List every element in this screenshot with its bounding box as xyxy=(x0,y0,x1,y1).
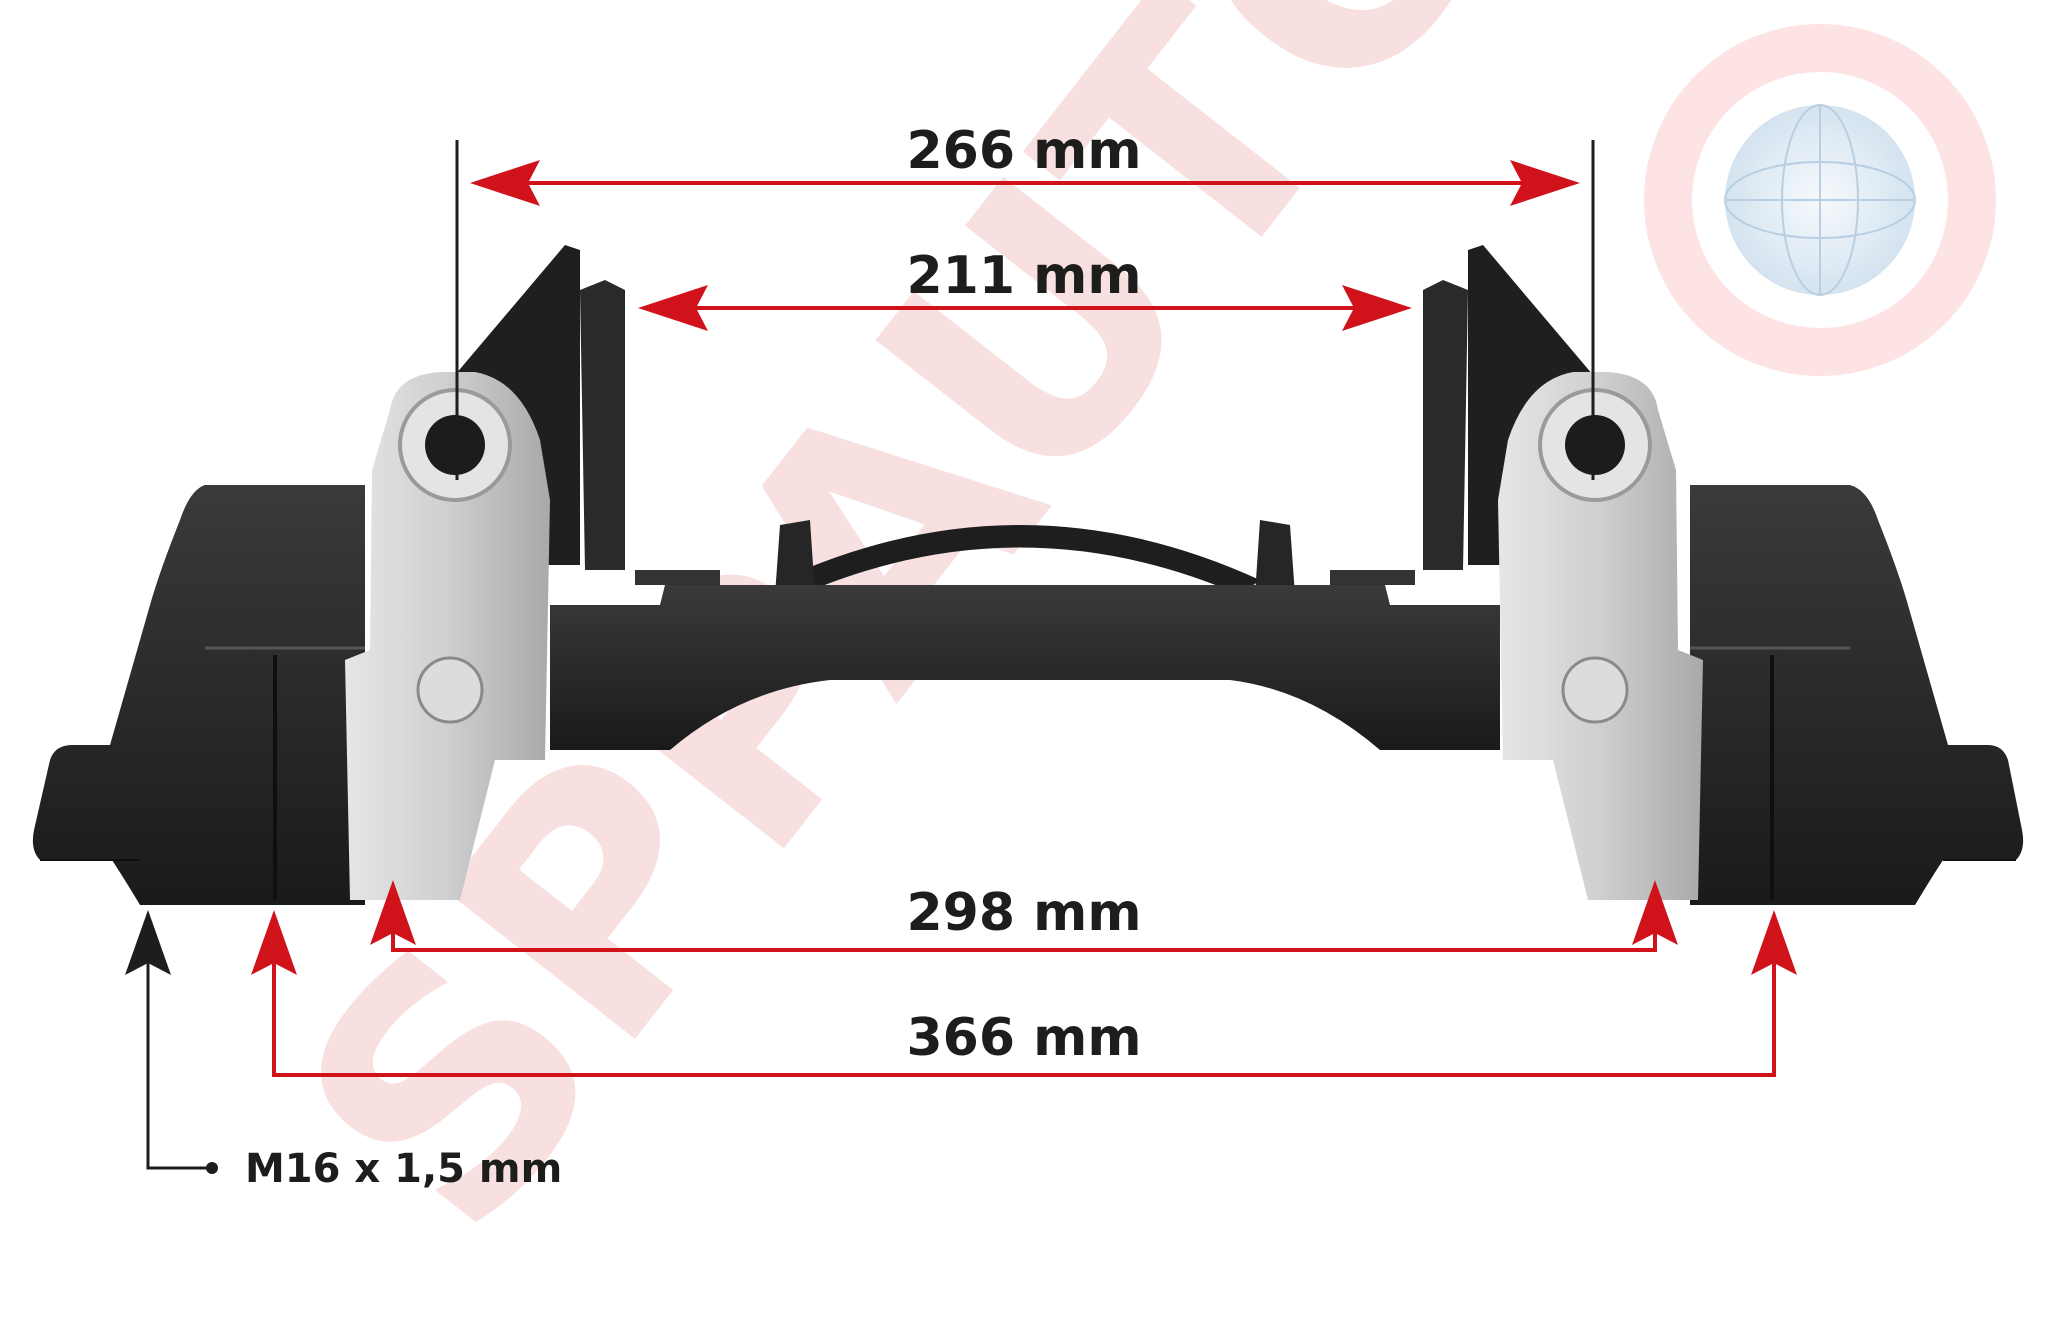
arrowhead-left xyxy=(370,880,416,945)
globe-logo-icon xyxy=(1644,24,1996,376)
thread-label: M16 x 1,5 mm xyxy=(245,1146,562,1192)
arrowhead-right xyxy=(1751,910,1797,975)
dimension-label-266: 266 mm xyxy=(906,121,1141,181)
left-brake-pad xyxy=(32,485,365,905)
right-mount-bolt xyxy=(1561,656,1629,724)
thread-callout: M16 x 1,5 mm xyxy=(125,910,562,1192)
right-brake-pad xyxy=(1690,485,2024,905)
right-guide-bracket xyxy=(1498,372,1703,900)
arrowhead-left xyxy=(638,285,708,331)
left-mount-bolt xyxy=(416,656,484,724)
dimension-266: 266 mm xyxy=(455,121,1595,480)
dimension-label-366: 366 mm xyxy=(906,1008,1141,1068)
arrowhead-right xyxy=(1510,160,1580,206)
arrowhead-right xyxy=(1632,880,1678,945)
dimension-298: 298 mm xyxy=(370,880,1678,952)
leader-line xyxy=(146,945,210,1170)
carrier-bridge xyxy=(550,520,1500,750)
bracket-line xyxy=(272,940,1776,1077)
bracket-line xyxy=(391,925,1657,952)
dimension-366: 366 mm xyxy=(251,910,1797,1077)
dimension-label-211: 211 mm xyxy=(906,246,1141,306)
arrowhead-right xyxy=(1342,285,1412,331)
dimension-211: 211 mm xyxy=(638,246,1412,331)
left-guide-bracket xyxy=(345,372,550,900)
leader-dot xyxy=(206,1162,218,1174)
dimension-label-298: 298 mm xyxy=(906,883,1141,943)
arrowhead-up xyxy=(125,910,171,975)
arrowhead-left xyxy=(470,160,540,206)
arrowhead-left xyxy=(251,910,297,975)
